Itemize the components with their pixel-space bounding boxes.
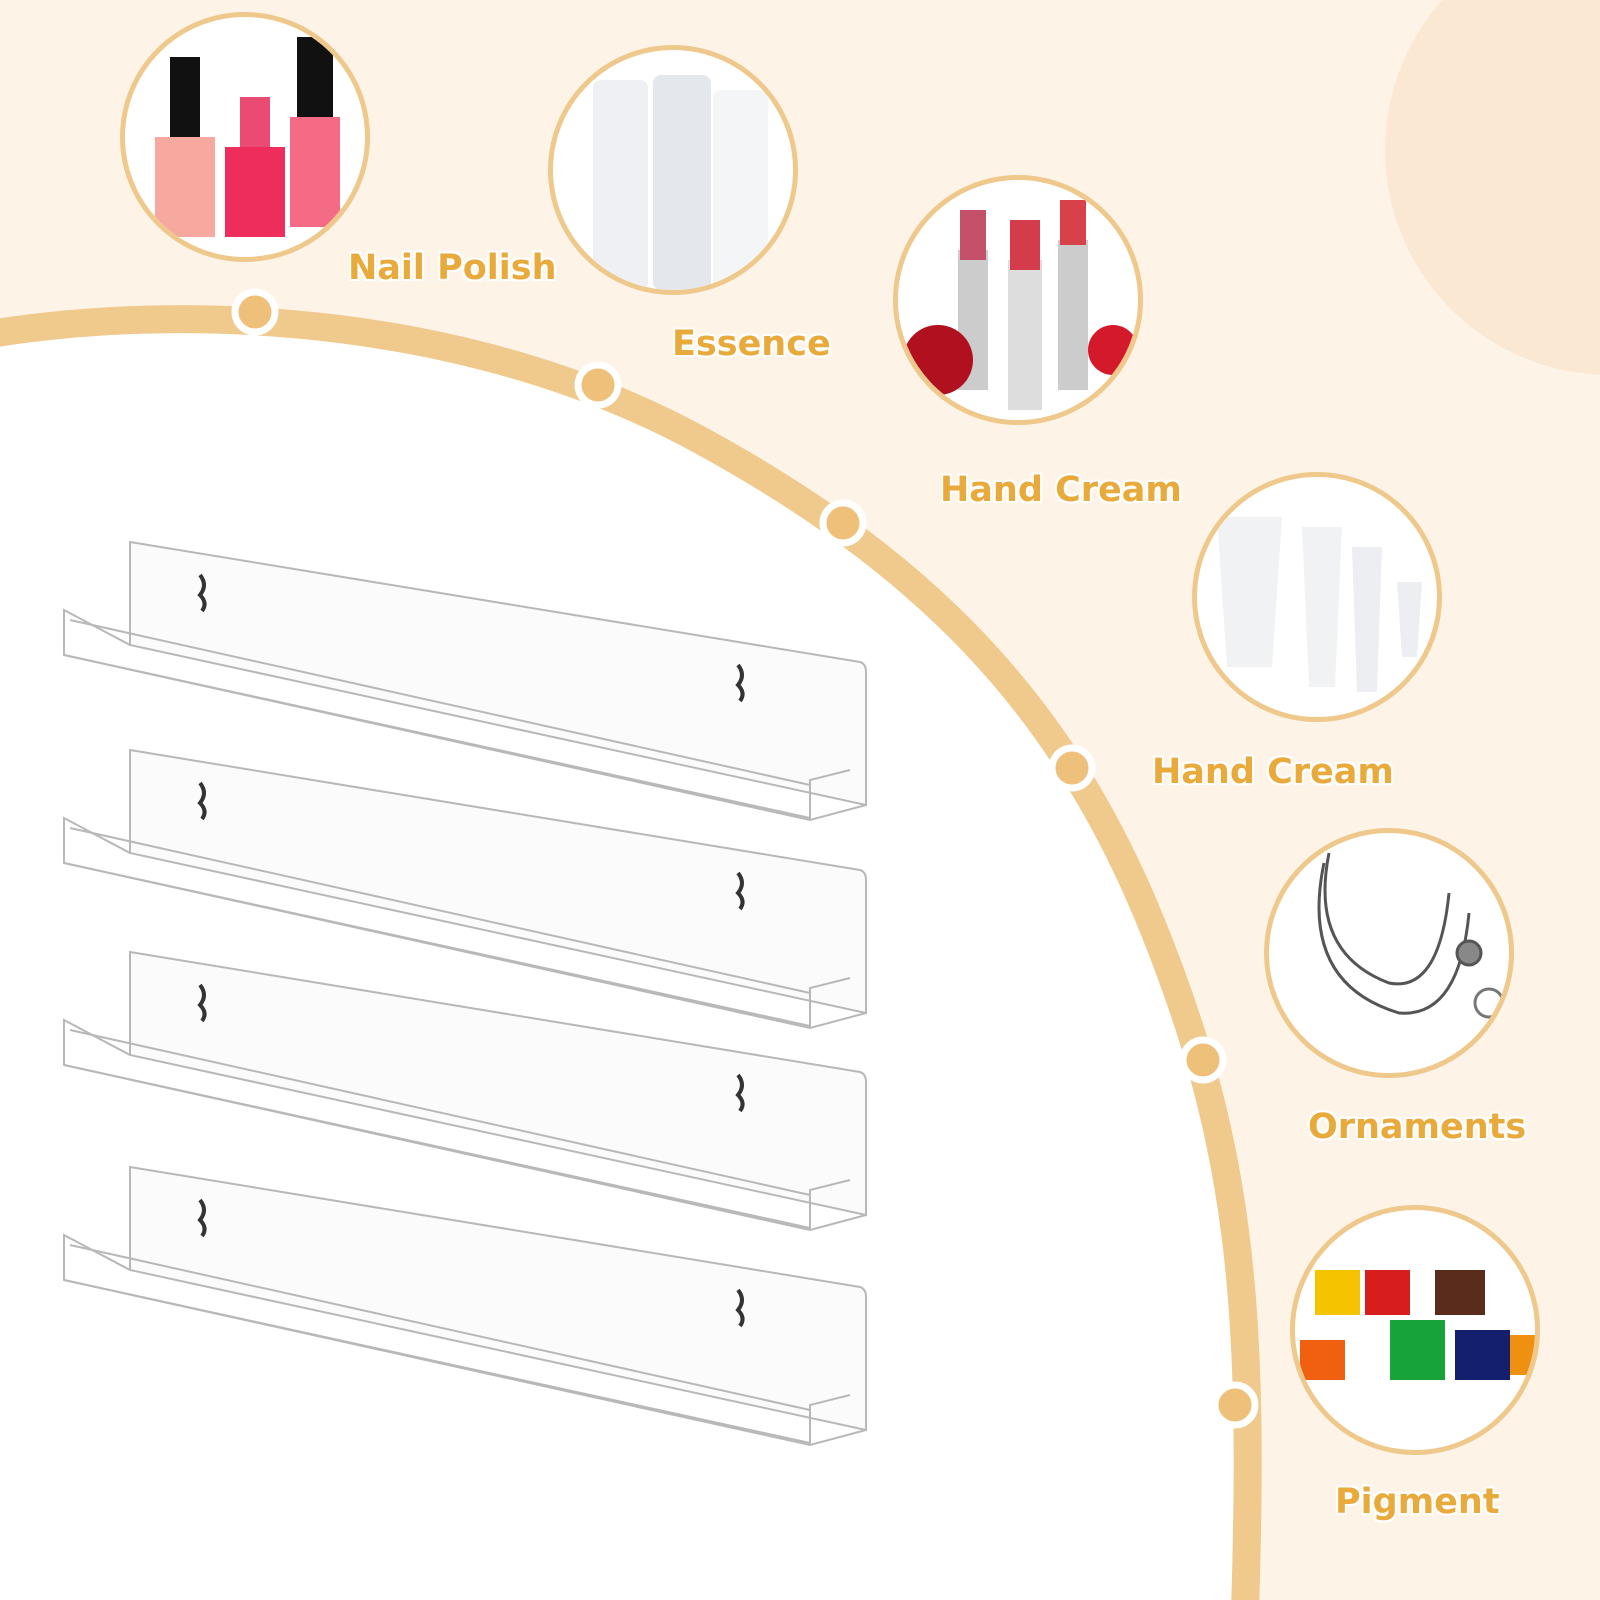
timeline-dot bbox=[1048, 744, 1096, 792]
acrylic-shelf bbox=[63, 1165, 867, 1447]
category-label: Hand Cream bbox=[1152, 752, 1394, 792]
timeline-arc bbox=[0, 305, 1262, 1600]
nail-polish-photo bbox=[120, 12, 370, 262]
timeline-dot bbox=[231, 288, 279, 336]
acrylic-shelf bbox=[63, 950, 867, 1232]
acrylic-shelf bbox=[63, 748, 867, 1030]
category-label: Nail Polish bbox=[348, 248, 557, 288]
timeline-dot bbox=[819, 499, 867, 547]
acrylic-shelf bbox=[63, 540, 867, 822]
paint-jars-photo bbox=[1290, 1205, 1540, 1455]
category-label: Ornaments bbox=[1308, 1107, 1527, 1147]
decor-circle bbox=[1385, 0, 1600, 375]
lipstick-photo bbox=[893, 175, 1143, 425]
essence-bottles-photo bbox=[548, 45, 798, 295]
category-label: Hand Cream bbox=[940, 470, 1182, 510]
cream-tubes-photo bbox=[1192, 472, 1442, 722]
timeline-dot bbox=[1211, 1381, 1259, 1429]
timeline-dot bbox=[574, 361, 622, 409]
category-label: Essence bbox=[672, 324, 831, 364]
jewelry-photo bbox=[1264, 828, 1514, 1078]
timeline-dot bbox=[1179, 1036, 1227, 1084]
category-label: Pigment bbox=[1335, 1482, 1500, 1522]
